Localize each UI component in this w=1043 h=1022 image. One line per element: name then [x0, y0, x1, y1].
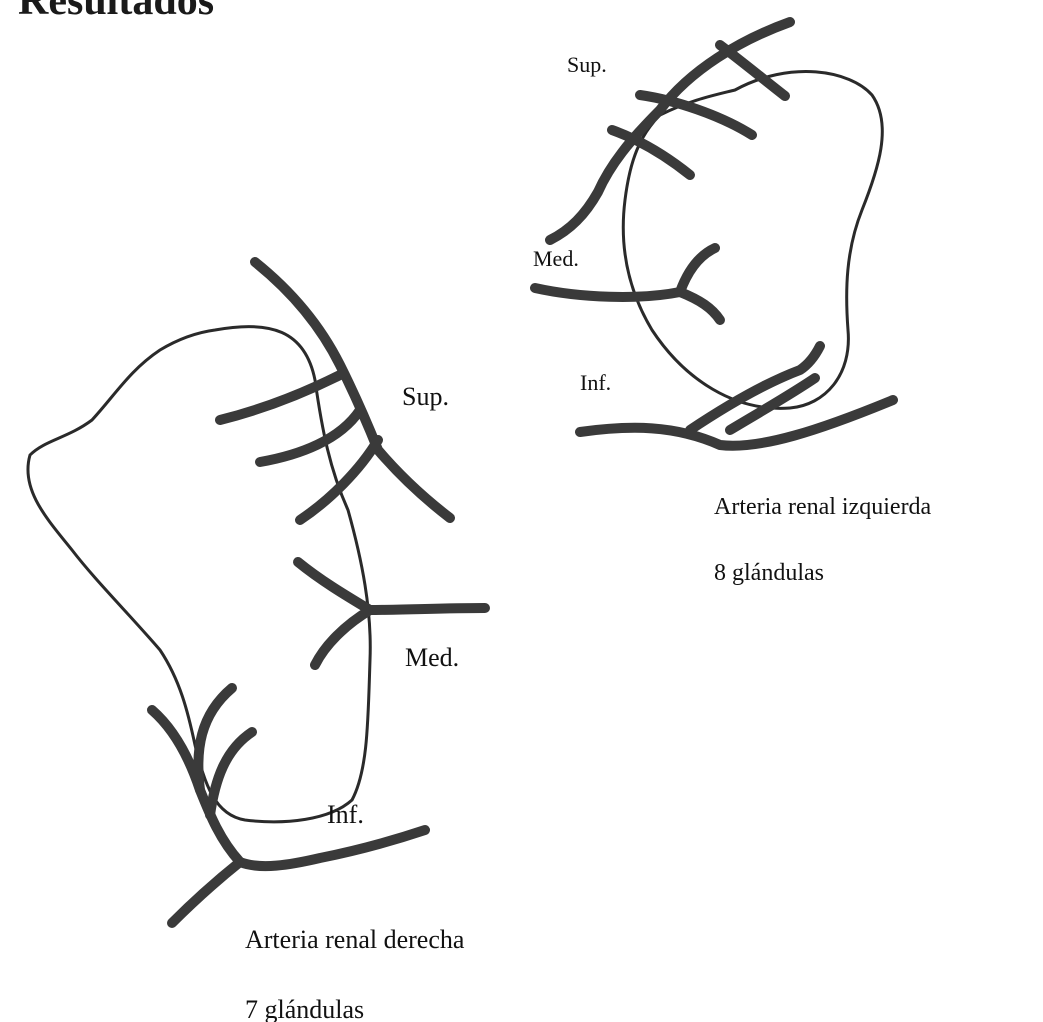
label-sup: Sup.	[402, 382, 449, 411]
kidney-outline-izquierda	[623, 71, 882, 408]
caption-artery: Arteria renal izquierda	[714, 494, 932, 520]
vessel-inf-trunk-out	[172, 862, 240, 923]
right-renal-artery-figure: Sup. Med. Inf. Arteria renal derecha 7 g…	[28, 262, 485, 1022]
vessel-med-branch-2	[315, 610, 370, 665]
vessel-sup-branch-1	[220, 375, 340, 420]
label-med: Med.	[405, 643, 459, 672]
label-inf: Inf.	[327, 800, 364, 829]
vessel-inf-branch-2	[210, 732, 252, 815]
caption-count: 8 glándulas	[714, 560, 824, 586]
caption-count: 7 glándulas	[245, 995, 364, 1022]
label-med: Med.	[533, 246, 579, 271]
vessel-med-branch-2	[680, 292, 720, 320]
label-sup: Sup.	[567, 52, 607, 77]
vessel-med-main	[370, 608, 485, 610]
label-inf: Inf.	[580, 370, 611, 395]
vessel-sup-branch-1	[720, 45, 785, 96]
vessel-sup-branch-2	[260, 410, 360, 462]
caption-artery: Arteria renal derecha	[245, 925, 465, 954]
vessel-med-main	[535, 288, 680, 297]
vessel-med-branch-1	[680, 248, 715, 292]
vessel-med-branch-1	[298, 562, 370, 610]
page-heading: Resultados	[18, 0, 214, 24]
left-renal-artery-figure: Sup. Med. Inf. Arteria renal izquierda 8…	[533, 22, 932, 586]
